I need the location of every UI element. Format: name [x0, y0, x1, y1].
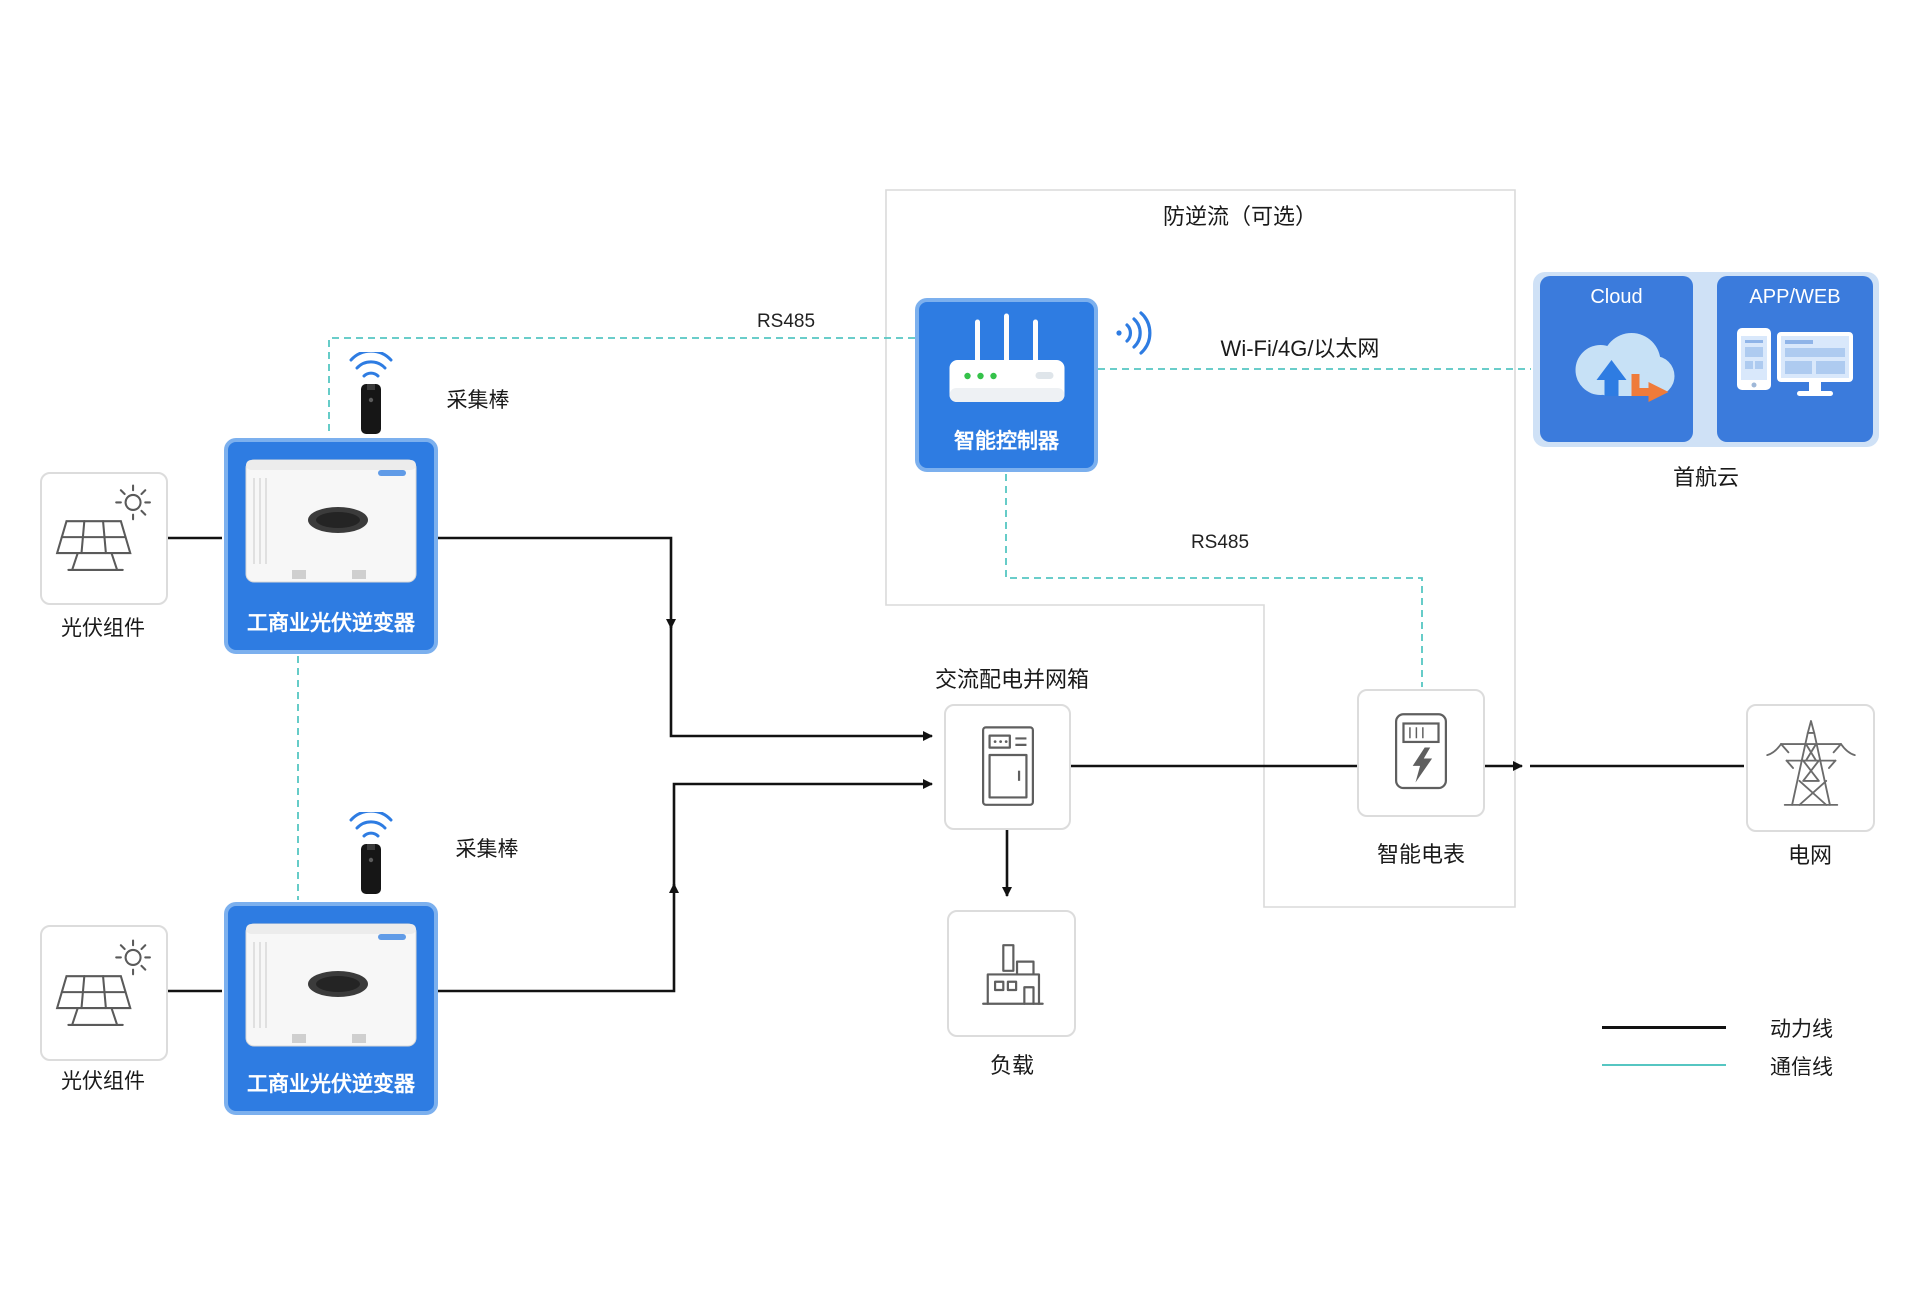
- smart-meter-label: 智能电表: [1376, 842, 1466, 867]
- appweb-label: APP/WEB: [1749, 286, 1841, 308]
- collector-stick-icon: [349, 809, 393, 894]
- power-line-inverter2-acbox: [672, 779, 933, 886]
- ac-box-label: 交流配电并网箱: [934, 667, 1090, 692]
- collector-stick-1-label: 采集棒: [446, 389, 510, 412]
- power-line-inverter1-down: [438, 536, 676, 629]
- pv-module-1-box: [40, 472, 168, 605]
- legend-comm-line: [1602, 1064, 1726, 1066]
- pv-module-1-label: 光伏组件: [61, 617, 145, 640]
- wifi-signal-icon: [1116, 311, 1152, 355]
- inverter-1-box: 工商业光伏逆变器: [224, 438, 438, 654]
- solar-panel-icon: [55, 939, 151, 1026]
- smart-meter-box: [1357, 689, 1485, 817]
- collector-stick-2: [346, 809, 398, 900]
- appweb-box: APP/WEB: [1717, 276, 1873, 442]
- comm-line-controller-meter: [1005, 474, 1423, 687]
- router-icon: [949, 313, 1064, 402]
- collector-stick-2-label: 采集棒: [455, 838, 519, 861]
- wifi-signal: [1106, 306, 1160, 360]
- cloud-label: Cloud: [1590, 286, 1643, 308]
- pv-module-2-box: [40, 925, 168, 1061]
- inverter-1-label: 工商业光伏逆变器: [247, 612, 415, 635]
- pv-module-2-label: 光伏组件: [61, 1070, 145, 1093]
- power-line-inverter1-acbox: [669, 626, 933, 741]
- smart-controller-label: 智能控制器: [954, 430, 1059, 453]
- legend-power-line: [1602, 1026, 1726, 1029]
- anti-backflow-boundary: [885, 189, 1516, 908]
- ac-box: [944, 704, 1071, 830]
- grid-box: [1746, 704, 1875, 832]
- load-box: [947, 910, 1076, 1037]
- inverter-2-label: 工商业光伏逆变器: [247, 1073, 415, 1096]
- cloud-group-label: 首航云: [1672, 465, 1740, 490]
- inverter-image: [245, 923, 417, 1047]
- legend-power-label: 动力线: [1770, 1018, 1833, 1041]
- collector-stick-icon: [349, 349, 393, 434]
- load-label: 负载: [989, 1053, 1035, 1078]
- inverter-image: [245, 459, 417, 583]
- factory-icon: [981, 943, 1044, 1005]
- anti-backflow-label: 防逆流（可选）: [1162, 204, 1318, 229]
- solar-panel-icon: [55, 484, 151, 571]
- comm-line-controller-inverter1: [328, 337, 915, 436]
- collector-stick-1: [346, 349, 398, 440]
- legend-comm-label: 通信线: [1770, 1056, 1833, 1079]
- cloud-box: Cloud: [1540, 276, 1693, 442]
- rs485-left-label: RS485: [756, 311, 816, 332]
- distribution-box-icon: [981, 726, 1034, 806]
- grid-tower-icon: [1765, 720, 1856, 806]
- grid-label: 电网: [1787, 843, 1833, 868]
- meter-icon: [1395, 713, 1447, 790]
- power-line-inverter2-up: [438, 883, 679, 993]
- cloud-icon: [1575, 333, 1674, 402]
- wifi-link-label: Wi-Fi/4G/以太网: [1220, 336, 1380, 361]
- smart-controller-box: 智能控制器: [915, 298, 1098, 472]
- rs485-right-label: RS485: [1190, 532, 1250, 553]
- inverter-2-box: 工商业光伏逆变器: [224, 902, 438, 1115]
- phone-monitor-icon: [1737, 328, 1853, 396]
